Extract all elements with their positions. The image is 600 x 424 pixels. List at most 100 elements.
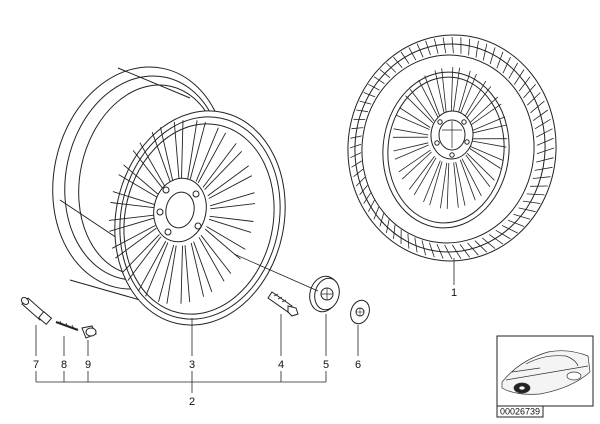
spoke-line [457,70,471,115]
spoke-line [466,153,495,181]
tread-line [368,83,380,91]
tread-line [421,240,426,256]
spoke-line [423,160,441,203]
spoke-line [108,214,154,221]
tread-line [442,37,447,54]
spoke-line [132,150,164,190]
emblem-illustration [350,299,370,325]
tread-line [481,237,496,249]
spoke-line [206,226,246,250]
spoke-line [111,225,156,249]
valve-core-illustration [55,320,79,331]
tread-line [523,84,536,99]
spoke-line [469,103,502,127]
spoke-line [200,234,232,274]
tread-line [536,157,554,163]
spoke-line [208,175,253,199]
spoke-line [440,162,448,209]
spoke-line [453,162,459,208]
tread-line [534,118,551,130]
spoke-line [166,245,177,304]
tread-line [425,40,431,56]
tread-line [513,213,531,220]
callout-8: 8 [61,359,67,371]
spoke-line [405,95,434,123]
spoke-line [187,120,198,179]
tread-line [496,51,504,69]
spoke-line [189,121,206,180]
tread-line [351,127,364,130]
tread-line [363,192,372,204]
bolt-illustration [267,291,299,317]
callout-3: 3 [189,359,195,371]
spoke-line [470,146,504,161]
spoke-line [207,165,249,197]
spoke-line [181,120,184,179]
callout-4: 4 [278,359,284,371]
spoke-line [184,245,191,303]
complete-wheel-illustration [347,34,557,262]
tread-line [414,237,418,253]
tread-line [508,62,518,79]
spoke-line [424,75,441,117]
tread-line [433,38,439,54]
spoke-line [394,144,429,160]
tread-line [351,160,362,168]
tread-line [393,56,403,68]
spoke-line [399,107,431,128]
tread-line [373,76,385,85]
callout-1: 1 [451,287,457,299]
spoke-line [401,151,432,180]
spoke-line [204,150,243,190]
tread-line [475,40,479,58]
tread-line [518,207,536,213]
spoke-line [408,156,435,190]
spoke-line [173,121,180,179]
spoke-line [115,227,157,259]
spoke-line [459,73,477,116]
spoke-line [118,174,158,198]
tread-line [408,47,417,61]
spoke-line [418,80,439,118]
tread-line [350,135,362,139]
tread-line [501,225,518,234]
callout-6: 6 [355,359,361,371]
spoke-line [461,158,482,196]
tread-line [416,43,424,58]
tread-line [536,137,554,146]
tread-line [356,109,368,113]
spoke-line [441,68,447,114]
spoke-line [393,128,429,136]
reference-code: 00026739 [500,407,540,417]
spoke-line [413,157,437,196]
tread-line [363,92,376,98]
callout-5: 5 [323,359,329,371]
spoke-line [198,237,225,282]
tread-line [489,47,496,65]
tread-line [532,176,551,179]
tread-line [502,56,511,74]
spoke-line [450,67,454,114]
spoke-line [468,96,499,125]
spoke-line [434,70,445,115]
spoke-line [202,143,237,188]
spoke-line [471,140,507,148]
spoke-line [190,242,205,297]
leader-lines [35,253,455,393]
spoke-line [139,142,166,187]
tread-line [507,219,525,227]
spoke-line [393,142,429,152]
callout-7: 7 [33,359,39,371]
spoke-line [109,217,155,232]
spoke-line [446,162,450,209]
tread-line [353,168,364,178]
tread-line [522,200,541,204]
spoke-line [145,242,169,297]
tread-line [386,219,390,234]
spoke-line [471,116,506,132]
tread-line [534,166,553,171]
spoke-line [452,67,460,114]
tread-line [536,147,555,155]
rim-illustration [52,66,286,326]
